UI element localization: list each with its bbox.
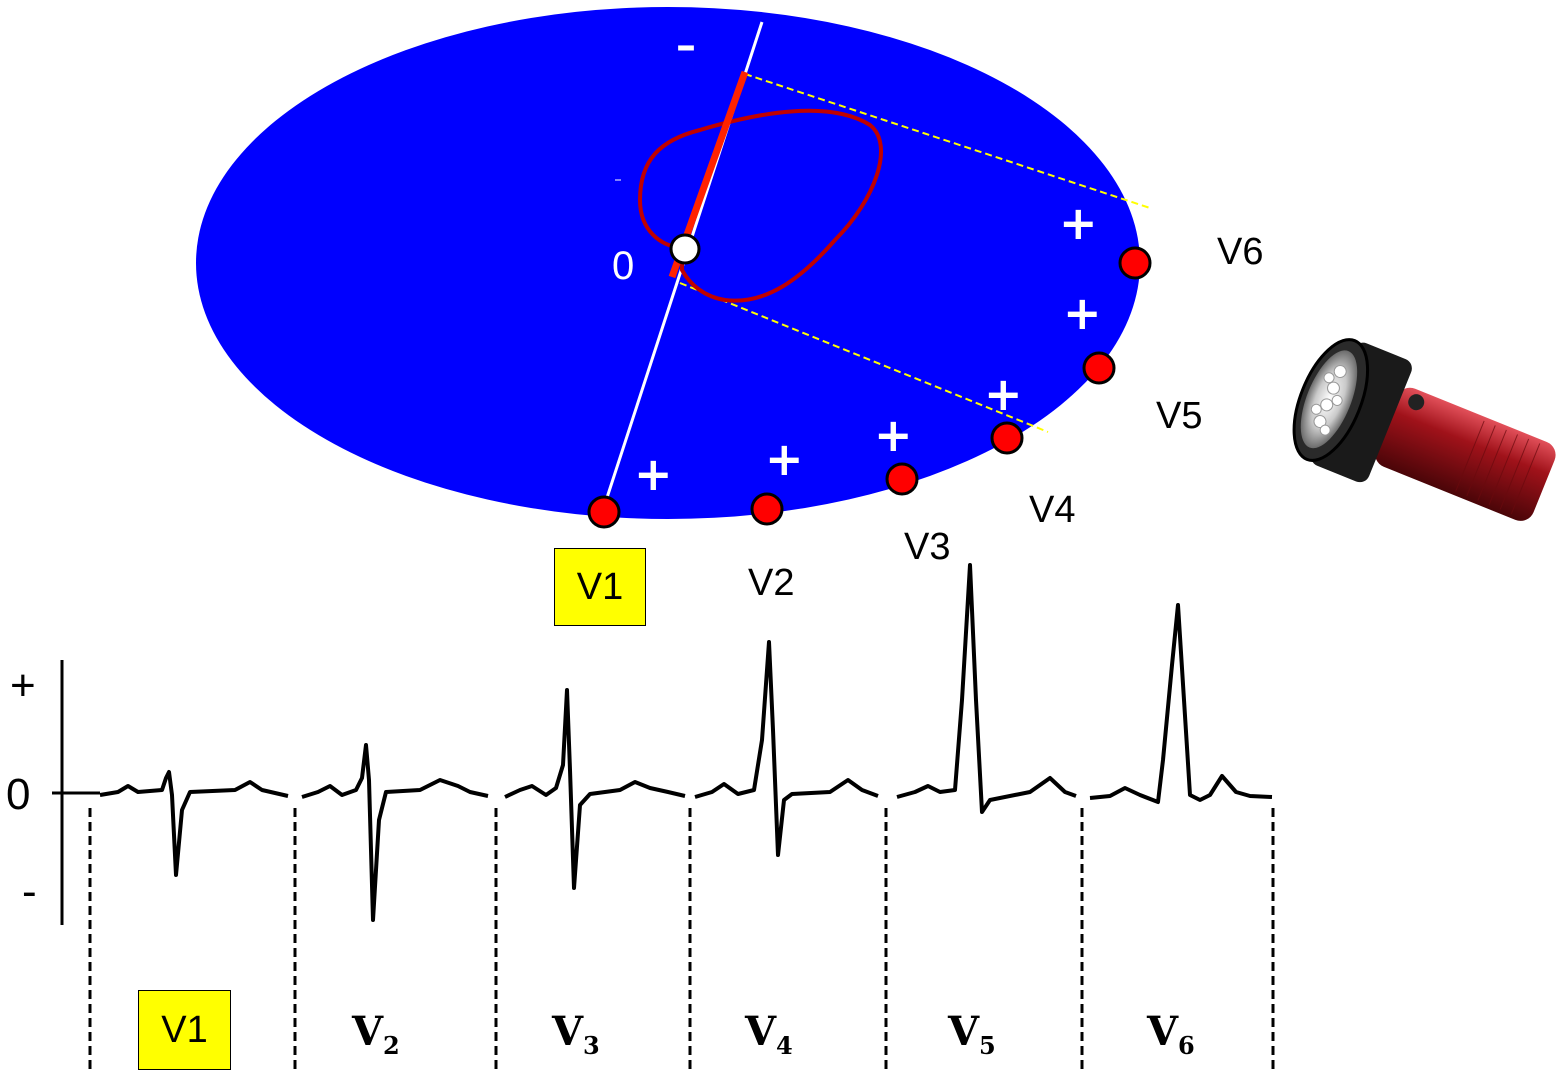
ecg-caption-v4-letter: V: [745, 1008, 777, 1055]
ecg-caption-v2-sub: 2: [383, 1031, 400, 1060]
ecg-trace-v4: [694, 640, 879, 857]
origin-dot: [669, 233, 701, 265]
ecg-trace-v3: [504, 688, 686, 890]
ecg-caption-v3: V3: [552, 1012, 600, 1058]
ecg-caption-v6: V6: [1147, 1012, 1195, 1058]
ecg-axis-minus-label: -: [22, 867, 37, 916]
electrode-v2: [750, 492, 784, 526]
ecg-trace-v2: [301, 743, 489, 922]
ecg-caption-v3-letter: V: [552, 1008, 584, 1055]
ecg-caption-v4-sub: 4: [776, 1031, 793, 1060]
lead-label-v2: V2: [748, 562, 795, 604]
ecg-trace-v5: [896, 563, 1077, 814]
ecg-caption-v5: V5: [948, 1012, 996, 1058]
projection-line-bottom: [679, 282, 1049, 433]
electrode-v1: [587, 495, 621, 529]
ecg-caption-v5-sub: 5: [979, 1031, 996, 1060]
electrode-v5: [1082, 351, 1116, 385]
plus-sign-v5: +: [1063, 286, 1102, 340]
lead-label-v5: V5: [1156, 395, 1203, 437]
ecg-caption-v4: V4: [745, 1012, 793, 1058]
ecg-axis-plus-label: +: [10, 661, 36, 710]
ecg-caption-v1: V1: [138, 990, 231, 1070]
plus-sign-v4: +: [984, 367, 1023, 421]
lead-label-v3: V3: [904, 526, 951, 568]
ecg-traces: [99, 563, 1273, 922]
ecg-caption-v3-sub: 3: [583, 1031, 600, 1060]
vector-loop: [637, 108, 884, 303]
ecg-trace-v6: [1089, 603, 1273, 804]
flashlight-icon: [1292, 338, 1556, 521]
ecg-caption-v6-letter: V: [1147, 1008, 1179, 1055]
electrode-v4: [990, 421, 1024, 455]
projection-line-top: [744, 73, 1151, 209]
ecg-caption-v6-sub: 6: [1178, 1031, 1195, 1060]
lead-label-v1: V1: [554, 548, 646, 626]
negative-pole-label: –: [676, 23, 696, 69]
plus-sign-v3: +: [874, 408, 913, 462]
electrode-v6: [1118, 246, 1152, 280]
plus-sign-v2: +: [765, 432, 804, 486]
lead-label-v4: V4: [1029, 489, 1076, 531]
ecg-separators: [88, 808, 1275, 1073]
electrode-v3: [885, 462, 919, 496]
ecg-caption-v2: V2: [352, 1012, 400, 1058]
torso-ellipse: [196, 7, 1140, 519]
plus-sign-v1: +: [634, 447, 673, 501]
ecg-axis-zero-label: 0: [6, 770, 31, 819]
electrodes: [587, 246, 1152, 529]
plus-sign-v6: +: [1059, 196, 1098, 250]
ecg-caption-v5-letter: V: [948, 1008, 980, 1055]
ecg-trace-v1: [99, 770, 289, 877]
origin-label: 0: [612, 244, 635, 288]
ecg-caption-v2-letter: V: [352, 1008, 384, 1055]
lead-label-v6: V6: [1217, 231, 1264, 273]
